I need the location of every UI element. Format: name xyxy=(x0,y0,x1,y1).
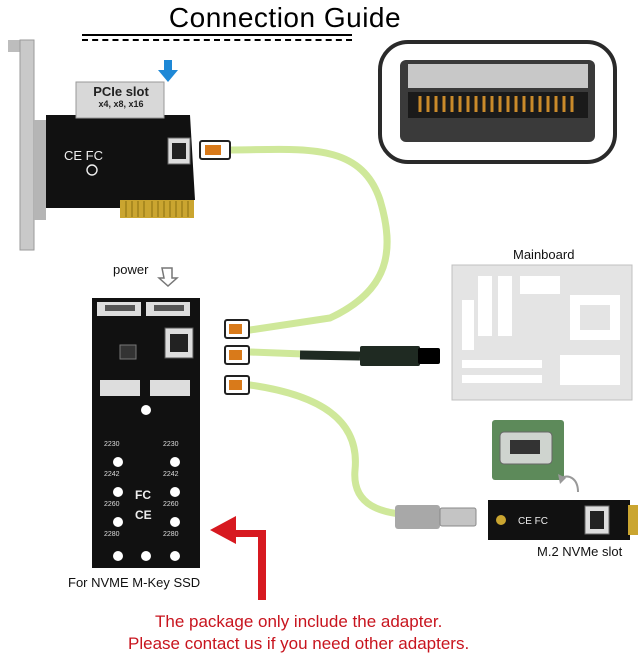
cable-mainboard-dark xyxy=(299,350,361,361)
size-mark: 2260 xyxy=(104,501,120,508)
ssd-cable-plugs xyxy=(224,319,250,395)
m2-slot-inset xyxy=(492,420,564,480)
size-mark: 2280 xyxy=(104,531,120,538)
m2-slot-label: M.2 NVMe slot xyxy=(537,544,623,559)
m2-adapter-card: CE FC xyxy=(488,500,638,540)
notice-line-2: Please contact us if you need other adap… xyxy=(128,634,470,653)
size-mark: 2230 xyxy=(104,441,120,448)
size-mark: 2230 xyxy=(163,441,179,448)
svg-text:CE FC: CE FC xyxy=(64,148,103,163)
m2-plug xyxy=(395,505,440,529)
sizes-right: 2230 2242 2260 2280 xyxy=(163,430,183,550)
notice-line-1: The package only include the adapter. xyxy=(155,612,443,631)
ssd-adapter-board xyxy=(92,298,200,568)
cable-pcie xyxy=(224,145,391,334)
mainboard xyxy=(451,264,633,401)
pcie-slot-badge xyxy=(75,81,165,119)
pcie-slot-label-box: PCIe slot x4, x8, x16 xyxy=(78,84,164,109)
title-dashed-underline xyxy=(82,39,352,41)
red-arrow xyxy=(210,516,266,600)
size-mark: 2260 xyxy=(163,501,179,508)
power-arrow xyxy=(157,267,179,288)
size-mark: 2242 xyxy=(104,471,120,478)
svg-text:CE FC: CE FC xyxy=(518,516,548,527)
pcie-card: CE FC xyxy=(46,115,195,218)
sizes-left: 2230 2242 2260 2280 xyxy=(104,430,124,550)
pcie-slot-sublabel: x4, x8, x16 xyxy=(98,99,144,109)
connector-zoom-inset xyxy=(378,40,617,164)
board-ce-mark: CE xyxy=(135,508,152,522)
mainboard-connector xyxy=(360,346,420,366)
mainboard-label: Mainboard xyxy=(513,247,575,262)
size-mark: 2242 xyxy=(163,471,179,478)
m2-curved-arrow xyxy=(558,474,579,493)
title-underline xyxy=(82,34,352,36)
pcie-slot-label: PCIe slot xyxy=(93,84,149,99)
cable-m2 xyxy=(246,381,424,519)
board-fc-mark: FC xyxy=(135,488,151,502)
title-block: Connection Guide xyxy=(0,0,640,34)
blue-down-arrow xyxy=(158,60,178,82)
page-title: Connection Guide xyxy=(168,2,402,33)
pcie-bracket xyxy=(8,39,46,251)
size-mark: 2280 xyxy=(163,531,179,538)
ssd-label: For NVME M-Key SSD xyxy=(68,575,201,590)
power-label: power xyxy=(113,262,149,277)
